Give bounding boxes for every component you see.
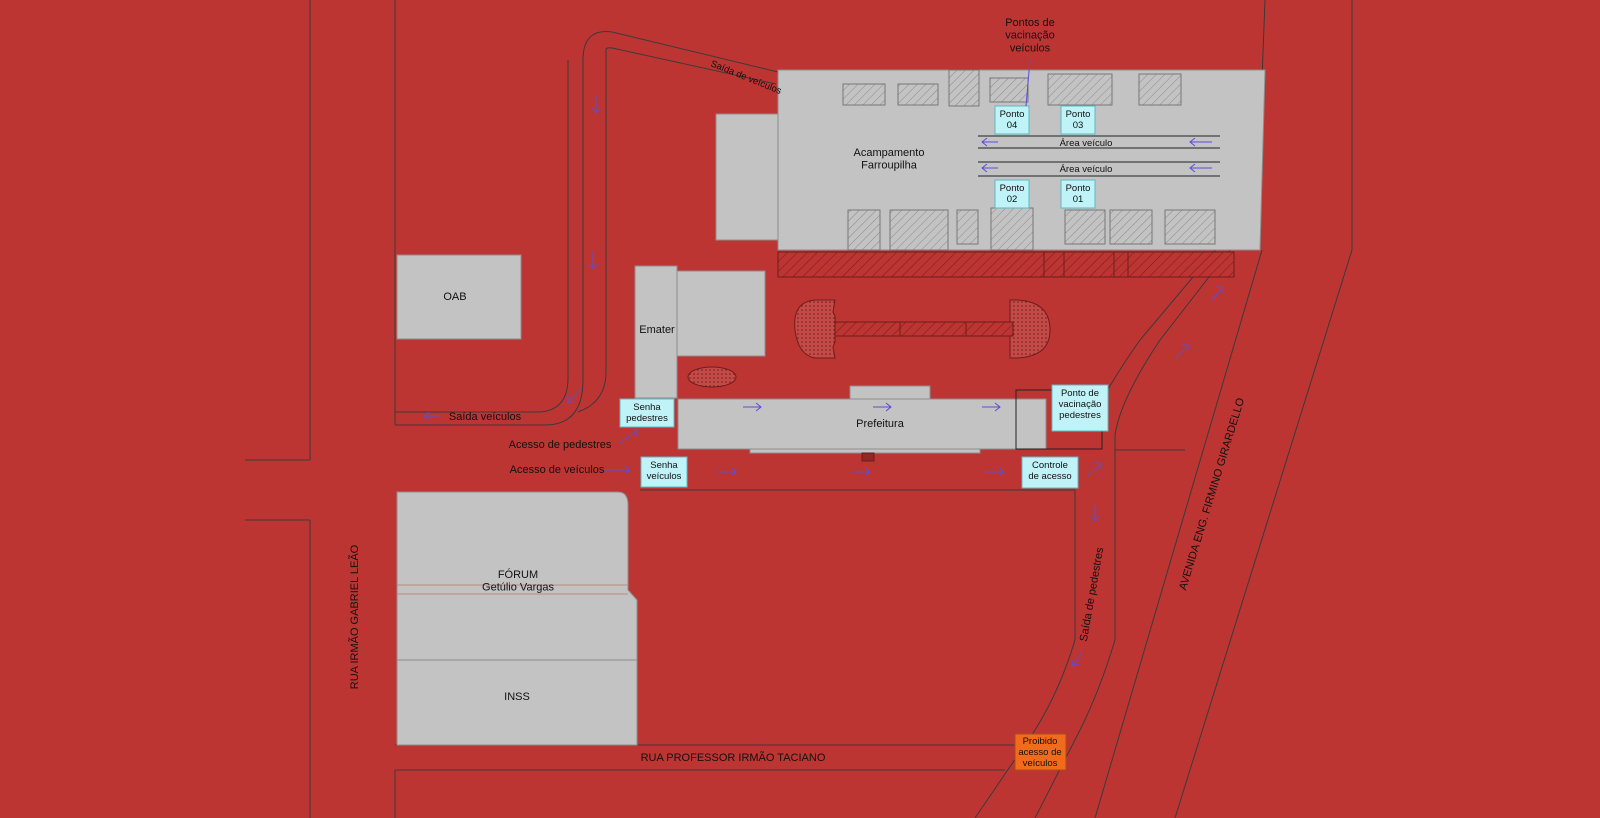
saida-veiculos-left-label: Saída veículos (449, 411, 522, 423)
prefeitura-label: Prefeitura (856, 418, 905, 430)
area-veiculo-1-label: Área veículo (1060, 138, 1113, 149)
acesso-veiculos-label: Acesso de veículos (510, 464, 605, 476)
street-irmao-taciano: RUA PROFESSOR IRMÃO TACIANO (641, 751, 826, 764)
flow-arrows (423, 59, 1223, 667)
emater-building: Emater (634, 265, 766, 399)
inss-building: INSS (396, 659, 638, 746)
street-gabriel-leao: RUA IRMÃO GABRIEL LEÃO (348, 544, 361, 689)
emater-label: Emater (639, 324, 675, 336)
road-lines (245, 0, 1353, 818)
area-veiculo-2-label: Área veículo (1060, 164, 1113, 175)
plaza-garden (687, 299, 1051, 388)
inss-label: INSS (504, 691, 530, 703)
acesso-pedestres-label: Acesso de pedestres (509, 439, 612, 451)
oab-building: OAB (396, 254, 522, 340)
oab-label: OAB (443, 291, 466, 303)
